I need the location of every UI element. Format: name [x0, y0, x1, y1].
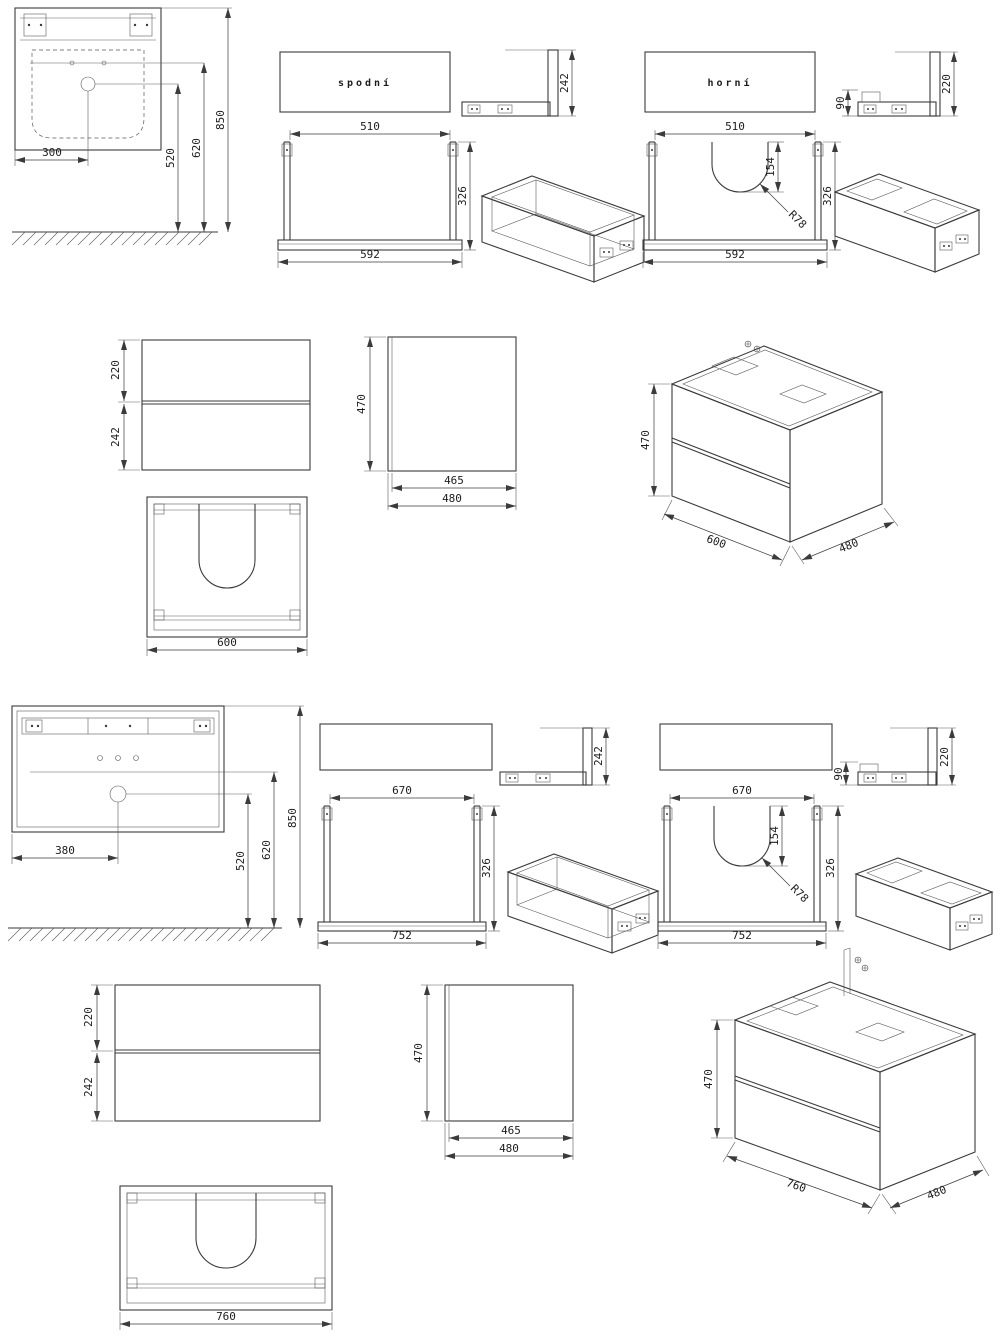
- dim-520: 520: [164, 148, 177, 168]
- dim-520: 520: [234, 851, 247, 871]
- dim-592: 592: [360, 248, 380, 261]
- dim-480: 480: [442, 492, 462, 505]
- dim-220: 220: [940, 74, 953, 94]
- u-cutout: [713, 806, 771, 867]
- dim-620: 620: [190, 138, 203, 158]
- dim-620: 620: [260, 840, 273, 860]
- mount-bracket-right: [129, 13, 153, 37]
- floor-hatch: [7, 927, 275, 942]
- dim-220: 220: [82, 1007, 95, 1027]
- dim-220: 220: [109, 360, 122, 380]
- view-600-upper-frame: 154 R78 510 326 592: [642, 120, 841, 268]
- view-760-wall-mount: 380 520 620 850: [7, 705, 304, 942]
- panel-label-lower: spodní: [338, 77, 392, 89]
- dim-r78: R78: [788, 882, 811, 905]
- view-760-lower-frame: 670 326 752: [317, 784, 500, 949]
- view-760-top: 760: [119, 1185, 333, 1330]
- dim-670: 670: [392, 784, 412, 797]
- dim-242: 242: [558, 73, 571, 93]
- view-600-lower-iso: [480, 175, 646, 283]
- dim-r78: R78: [786, 208, 809, 231]
- dim-242: 242: [592, 746, 605, 766]
- view-760-upper-iso: [854, 857, 994, 951]
- view-600-front: 220 242: [109, 339, 311, 471]
- view-760-upper-side: 90 220: [832, 727, 956, 786]
- view-600-upper-side: 90 220: [834, 51, 958, 117]
- dim-850: 850: [286, 808, 299, 828]
- dim-510: 510: [725, 120, 745, 133]
- dim-760: 760: [216, 1310, 236, 1323]
- dim-154: 154: [764, 157, 777, 177]
- dim-326: 326: [821, 186, 834, 206]
- panel-label-upper: horní: [707, 77, 752, 89]
- view-600-upper-panel: horní: [644, 51, 816, 113]
- dim-470: 470: [412, 1043, 425, 1063]
- dim-90: 90: [834, 96, 847, 109]
- dim-480: 480: [499, 1142, 519, 1155]
- u-cutout: [195, 1193, 257, 1269]
- dim-600: 600: [217, 636, 237, 649]
- view-760-lower-panel: [319, 723, 493, 771]
- dim-154: 154: [768, 826, 781, 846]
- view-760-lower-side: 242: [499, 727, 610, 786]
- u-cutout: [711, 142, 769, 193]
- dim-326: 326: [824, 858, 837, 878]
- view-600-cabinet-iso: 470 600 480: [639, 340, 899, 567]
- basin-outline: [31, 49, 145, 139]
- dim-242: 242: [109, 427, 122, 447]
- dim-470: 470: [702, 1069, 715, 1089]
- drain-hole: [80, 76, 96, 92]
- view-760-upper-frame: 154 R78 670 326 752: [657, 784, 844, 949]
- dim-90: 90: [832, 767, 845, 780]
- dim-480: 480: [837, 536, 860, 555]
- dim-offset: 300: [42, 146, 62, 159]
- view-600-top: 600: [146, 496, 308, 656]
- view-600-lower-frame: 510 326 592: [277, 120, 476, 268]
- dim-220: 220: [938, 747, 951, 767]
- dim-326: 326: [456, 186, 469, 206]
- dim-752: 752: [732, 929, 752, 942]
- drain-hole: [109, 785, 127, 803]
- floor-hatch: [11, 231, 213, 246]
- view-760-upper-panel: [659, 723, 833, 771]
- dim-760: 760: [785, 1176, 808, 1195]
- dim-470: 470: [355, 394, 368, 414]
- u-cutout: [198, 504, 256, 589]
- view-760-cabinet-iso: 470 760 480: [702, 947, 990, 1215]
- dim-600: 600: [705, 532, 728, 551]
- view-600-wall-mount: 300 520 620 850: [11, 7, 232, 246]
- dim-465: 465: [444, 474, 464, 487]
- dim-326: 326: [480, 858, 493, 878]
- dim-850: 850: [214, 110, 227, 130]
- view-600-lower-side: 242: [461, 49, 576, 117]
- dim-offset: 380: [55, 844, 75, 857]
- view-600-upper-iso: [833, 173, 981, 273]
- view-600-lower-panel: spodní: [279, 51, 451, 113]
- mount-rail: [21, 717, 215, 735]
- view-760-lower-iso: [506, 853, 660, 954]
- view-600-side: 470 465 480: [355, 336, 517, 510]
- dim-465: 465: [501, 1124, 521, 1137]
- dim-510: 510: [360, 120, 380, 133]
- view-760-side: 470 465 480: [412, 984, 574, 1160]
- dim-752: 752: [392, 929, 412, 942]
- dim-670: 670: [732, 784, 752, 797]
- dim-470: 470: [639, 430, 652, 450]
- dim-242: 242: [82, 1077, 95, 1097]
- dim-592: 592: [725, 248, 745, 261]
- view-760-front: 220 242: [82, 984, 321, 1122]
- mount-bracket-left: [23, 13, 47, 37]
